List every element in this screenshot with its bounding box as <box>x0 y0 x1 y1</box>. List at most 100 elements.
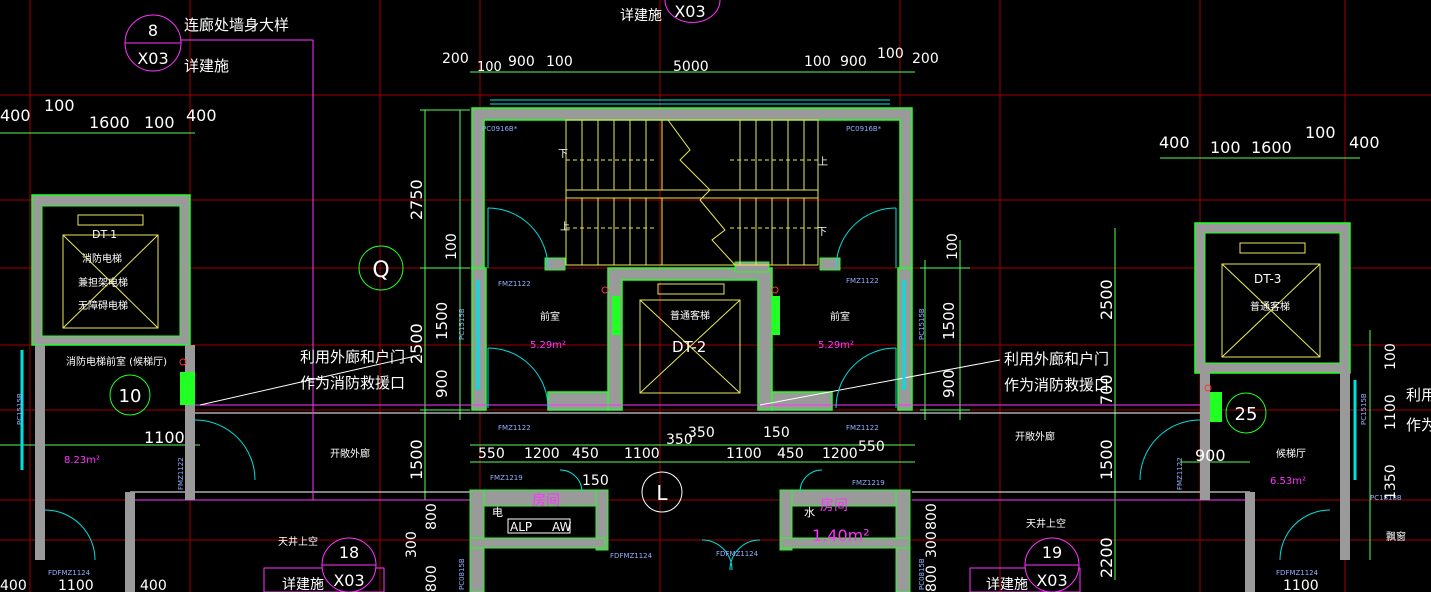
dim-2750: 2750 <box>407 179 426 220</box>
dim-1100-l: 1100 <box>144 428 185 447</box>
callout-25: 25 <box>1225 392 1267 434</box>
dim-1100-2: 1100 <box>726 446 762 462</box>
door-tag-5: FMZ1219 <box>490 474 523 482</box>
door-tag-fmz1122-right: FMZ1122 <box>1176 457 1184 490</box>
water-label: 水 <box>804 506 815 519</box>
dt1-line3: 无障碍电梯 <box>78 299 128 312</box>
dim-900-v2: 900 <box>940 369 958 398</box>
dim-1100-1: 1100 <box>624 446 660 462</box>
dimension-lines <box>0 71 1371 580</box>
dim-1100-v: 1100 <box>1383 394 1399 430</box>
stair-treads <box>565 119 819 266</box>
dim-1100-br: 1100 <box>1283 578 1319 592</box>
axis-bubble-l: L <box>641 471 683 513</box>
dim-450-2: 450 <box>777 446 804 462</box>
window-tag-pc1515-left: PC1515B <box>458 308 466 340</box>
door-tag-3: FMZ1122 <box>498 424 531 432</box>
right-edge-note-2: 作为 <box>1406 416 1431 434</box>
top-callout: X03 详建施 <box>620 0 721 24</box>
dim-900-r: 900 <box>1195 446 1226 465</box>
rescue-note-left-2: 作为消防救援口 <box>300 374 405 392</box>
open-corridor-left: 开敞外廊 <box>330 447 370 460</box>
dim-900-v1: 900 <box>433 369 451 398</box>
dim-800-v3: 800 <box>924 503 940 530</box>
open-corridor-right: 开敞外廊 <box>1015 430 1055 443</box>
dim-100-v1: 100 <box>444 233 460 260</box>
dim-400-r2: 400 <box>1349 133 1380 152</box>
elec-label: 电 <box>492 506 503 519</box>
window-tag-pc1515-far-left: PC1515B <box>16 393 24 425</box>
callout-8-number: 8 <box>148 21 158 40</box>
dim-800-v1: 800 <box>424 503 440 530</box>
dim-1200-1: 1200 <box>524 446 560 462</box>
callout-10: 10 <box>109 374 151 416</box>
elevator-car-dt2 <box>639 283 741 394</box>
aw-panel-label: AW <box>552 520 572 534</box>
dim-150-1: 150 <box>763 425 790 441</box>
room-right-label: 房间 <box>820 498 848 514</box>
door-tag-7: FDFMZ1124 <box>48 569 91 577</box>
callout-19-number: 19 <box>1042 543 1062 562</box>
dimension-text: 200 100 900 100 5000 100 900 100 200 400… <box>0 46 1399 592</box>
see-detail-top: 详建施 <box>620 8 662 24</box>
dim-1600-l: 1600 <box>89 113 130 132</box>
elevator-shaft-dt1 <box>31 194 191 346</box>
corridor-wall-detail-note: 连廊处墙身大样 <box>184 16 289 34</box>
dim-150-2: 150 <box>582 473 609 489</box>
dim-1200-2: 1200 <box>822 446 858 462</box>
windows <box>20 99 1357 480</box>
light-well-left: 天井上空 <box>278 535 318 548</box>
callout-18: 18 X03 详建施 <box>263 537 385 592</box>
door-tag-10: FDFMZ1124 <box>1276 569 1319 577</box>
dim-100-t2: 100 <box>546 54 573 70</box>
axis-bubble-q: Q <box>358 245 404 291</box>
callout-8: 8 X03 <box>124 14 182 72</box>
door-tag-fmz1122-left: FMZ1122 <box>177 457 185 490</box>
dim-100-r1: 100 <box>1210 138 1241 157</box>
window-tag-bay: PC1818B <box>1370 494 1402 502</box>
waiting-hall-area: 6.53m² <box>1270 476 1306 487</box>
dt3-name: DT-3 <box>1254 272 1281 286</box>
window-tag-pc0815-left: PC0815B <box>458 558 466 590</box>
see-detail-note: 详建施 <box>184 57 229 75</box>
callout-10-number: 10 <box>119 386 142 407</box>
dt2-name: DT-2 <box>672 338 706 356</box>
dim-1350-v: 1350 <box>1383 464 1399 500</box>
dim-2200-v: 2200 <box>1097 537 1116 578</box>
dim-100-t3: 100 <box>804 54 831 70</box>
dim-400-bl: 400 <box>140 578 167 592</box>
dim-100-r2: 100 <box>1305 123 1336 142</box>
right-edge-note-1: 利用 <box>1406 386 1431 404</box>
fire-lobby-label: 消防电梯前室 (候梯厅) <box>66 355 167 368</box>
door-tag-8: FDFMZ1124 <box>610 552 653 560</box>
dt1-name: DT-1 <box>92 228 117 241</box>
window-tag-pc0815-right: PC0815B <box>918 558 926 590</box>
window-tag-right: PC0916B* <box>846 125 882 133</box>
callout-19-sheet: X03 <box>1036 571 1067 590</box>
dim-2500-v2: 2500 <box>1097 279 1116 320</box>
dt1-line1: 消防电梯 <box>82 252 122 265</box>
dim-1500-v2: 1500 <box>407 439 426 480</box>
window-tag-pc1515-far-right: PC1515B <box>1360 393 1368 425</box>
axis-q-label: Q <box>372 258 389 283</box>
door-tag-4: FMZ1122 <box>846 424 879 432</box>
dt2-label: 普通客梯 <box>670 309 710 322</box>
front-room-left-label: 前室 <box>540 310 560 323</box>
dim-900-t2: 900 <box>840 54 867 70</box>
dim-400-r1: 400 <box>1159 133 1190 152</box>
elevator-shaft-dt3 <box>1194 222 1351 374</box>
dt1-line2: 兼担架电梯 <box>78 276 128 289</box>
door-swings <box>44 207 1331 571</box>
rescue-note-left-1: 利用外廊和户门 <box>300 348 405 366</box>
dim-100-v3: 100 <box>1383 343 1399 370</box>
dim-800-v2: 800 <box>424 565 440 592</box>
dim-200-tr: 200 <box>912 51 939 67</box>
dim-350-1: 350 <box>666 432 693 448</box>
waiting-hall-label: 候梯厅 <box>1276 447 1306 460</box>
dim-450-1: 450 <box>572 446 599 462</box>
dim-800-v4: 800 <box>924 565 940 592</box>
front-room-right-area: 5.29m² <box>818 340 854 351</box>
dim-300-v1: 300 <box>404 531 420 558</box>
dim-200-tl: 200 <box>442 51 469 67</box>
